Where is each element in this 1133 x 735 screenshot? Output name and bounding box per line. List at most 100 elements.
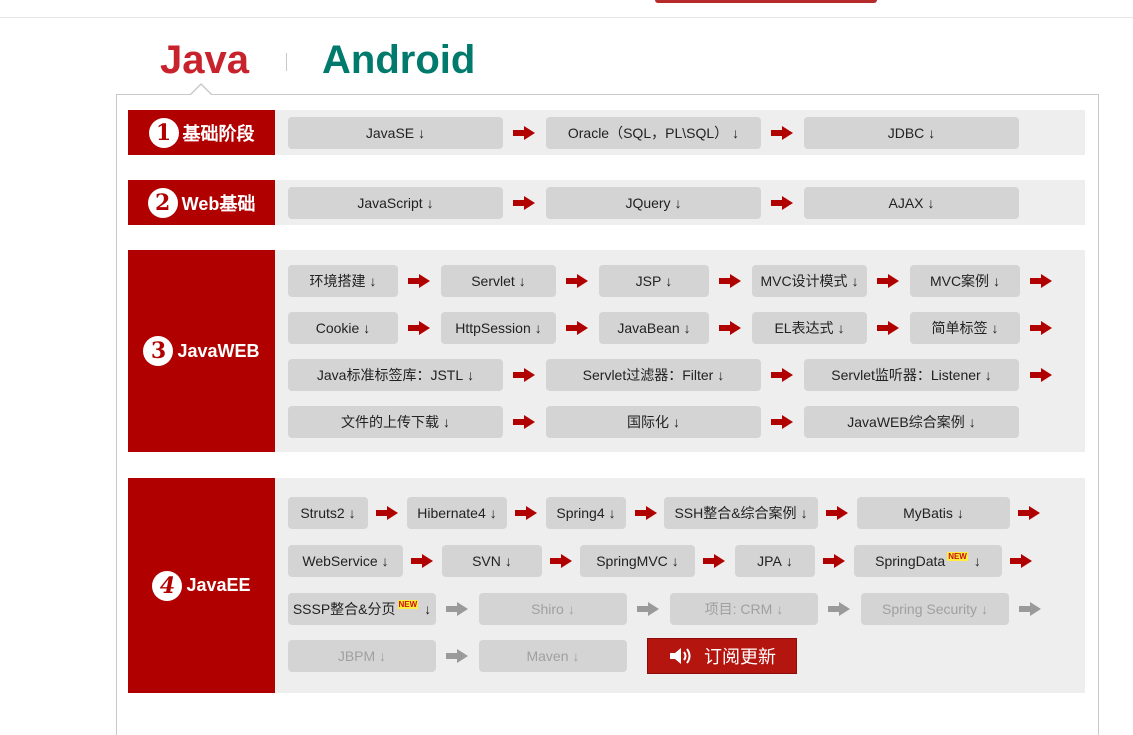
arrow-right-icon — [635, 506, 657, 520]
arrow-right-icon — [771, 126, 793, 140]
download-icon: ↓ — [674, 195, 682, 211]
course-button[interactable]: WebService↓ — [288, 545, 403, 577]
download-icon: ↓ — [369, 273, 377, 289]
course-label: JDBC — [887, 125, 925, 141]
arrow-right-icon — [1018, 506, 1040, 520]
stage-number-icon: 3 — [143, 336, 174, 366]
download-icon: ↓ — [673, 414, 680, 430]
download-icon: ↓ — [785, 553, 793, 569]
download-icon: ↓ — [424, 601, 432, 617]
arrow-right-icon — [823, 554, 845, 568]
course-label: HttpSession — [455, 320, 531, 336]
download-icon: ↓ — [534, 320, 542, 336]
course-button[interactable]: JavaWEB综合案例↓ — [804, 406, 1019, 438]
course-button[interactable]: Servlet过滤器：Filter↓ — [546, 359, 761, 391]
course-button-disabled[interactable]: JBPM↓ — [288, 640, 436, 672]
download-icon: ↓ — [608, 505, 616, 521]
course-label: SVN — [472, 553, 501, 569]
course-button[interactable]: Spring4↓ — [546, 497, 626, 529]
course-button[interactable]: Cookie↓ — [288, 312, 398, 344]
new-badge: NEW — [947, 551, 968, 561]
course-label: SSSP整合&分页 — [292, 601, 396, 617]
course-button[interactable]: 国际化↓ — [546, 406, 761, 438]
course-button[interactable]: 简单标签↓ — [910, 312, 1020, 344]
arrow-right-icon — [446, 602, 468, 616]
download-icon: ↓ — [467, 367, 475, 383]
course-button[interactable]: HttpSession↓ — [441, 312, 556, 344]
arrow-right-icon — [513, 415, 535, 429]
course-label: JBPM — [337, 648, 376, 664]
course-button[interactable]: JDBC↓ — [804, 117, 1019, 149]
course-button[interactable]: Oracle（SQL，PL\SQL）↓ — [546, 117, 761, 149]
course-label: SSH整合&综合案例 — [674, 505, 797, 521]
download-icon: ↓ — [800, 505, 808, 521]
course-button[interactable]: MVC案例↓ — [910, 265, 1020, 297]
course-button[interactable]: Struts2↓ — [288, 497, 368, 529]
arrow-right-icon — [513, 126, 535, 140]
download-icon: ↓ — [732, 125, 740, 141]
course-label: 环境搭建 — [309, 273, 366, 289]
download-icon: ↓ — [993, 273, 1001, 289]
course-button[interactable]: JavaBean↓ — [599, 312, 709, 344]
stage-2-badge: 2 Web基础 — [128, 180, 275, 225]
course-button-disabled[interactable]: Shiro↓ — [479, 593, 627, 625]
course-button[interactable]: MVC设计模式↓ — [752, 265, 867, 297]
course-label: 项目: CRM — [704, 601, 773, 617]
course-label: Cookie — [315, 320, 360, 336]
course-button[interactable]: AJAX↓ — [804, 187, 1019, 219]
course-button[interactable]: 环境搭建↓ — [288, 265, 398, 297]
course-label: Oracle（SQL，PL\SQL） — [567, 125, 729, 141]
stage-label: JavaWEB — [177, 340, 260, 361]
stage-label: 基础阶段 — [182, 123, 255, 144]
course-label: JSP — [635, 273, 662, 289]
course-button-disabled[interactable]: Maven↓ — [479, 640, 627, 672]
course-label: 文件的上传下载 — [341, 414, 439, 430]
course-button[interactable]: JavaSE↓ — [288, 117, 503, 149]
download-icon: ↓ — [348, 505, 356, 521]
course-button[interactable]: JQuery↓ — [546, 187, 761, 219]
course-label: JavaScript — [357, 195, 423, 211]
course-button[interactable]: MyBatis↓ — [857, 497, 1010, 529]
download-icon: ↓ — [980, 601, 988, 617]
course-button[interactable]: JavaScript↓ — [288, 187, 503, 219]
download-icon: ↓ — [776, 601, 784, 617]
course-button-disabled[interactable]: Spring Security↓ — [861, 593, 1009, 625]
course-label: Spring4 — [556, 505, 605, 521]
download-icon: ↓ — [381, 553, 389, 569]
download-icon: ↓ — [504, 553, 512, 569]
course-label: Servlet — [471, 273, 515, 289]
course-button[interactable]: EL表达式↓ — [752, 312, 867, 344]
course-button[interactable]: SVN↓ — [442, 545, 542, 577]
top-accent-bar — [655, 0, 877, 3]
course-button[interactable]: Java标准标签库：JSTL↓ — [288, 359, 503, 391]
course-label: Java标准标签库：JSTL — [316, 367, 464, 383]
course-button[interactable]: SpringMVC↓ — [580, 545, 695, 577]
download-icon: ↓ — [379, 648, 387, 664]
download-icon: ↓ — [426, 195, 434, 211]
download-icon: ↓ — [837, 320, 845, 336]
course-button[interactable]: JPA↓ — [735, 545, 815, 577]
arrow-right-icon — [566, 321, 588, 335]
download-icon: ↓ — [567, 601, 575, 617]
speaker-icon — [670, 648, 691, 664]
download-icon: ↓ — [927, 195, 935, 211]
course-button[interactable]: SSH整合&综合案例↓ — [664, 497, 818, 529]
course-button[interactable]: Hibernate4↓ — [407, 497, 507, 529]
course-label: Shiro — [531, 601, 564, 617]
arrow-right-icon — [771, 415, 793, 429]
arrow-right-icon — [513, 368, 535, 382]
arrow-right-icon — [1019, 602, 1041, 616]
course-button[interactable]: Servlet监听器：Listener↓ — [804, 359, 1019, 391]
course-button[interactable]: 文件的上传下载↓ — [288, 406, 503, 438]
stage-4-badge: 4 JavaEE — [128, 478, 275, 693]
subscribe-button[interactable]: 订阅更新 — [647, 638, 797, 674]
course-button[interactable]: JSP↓ — [599, 265, 709, 297]
tab-java[interactable]: Java — [160, 38, 249, 82]
course-label: SpringData — [875, 553, 946, 569]
download-icon: ↓ — [572, 648, 580, 664]
tab-android[interactable]: Android — [322, 38, 476, 82]
course-button[interactable]: Servlet↓ — [441, 265, 556, 297]
course-button-disabled[interactable]: 项目: CRM↓ — [670, 593, 818, 625]
